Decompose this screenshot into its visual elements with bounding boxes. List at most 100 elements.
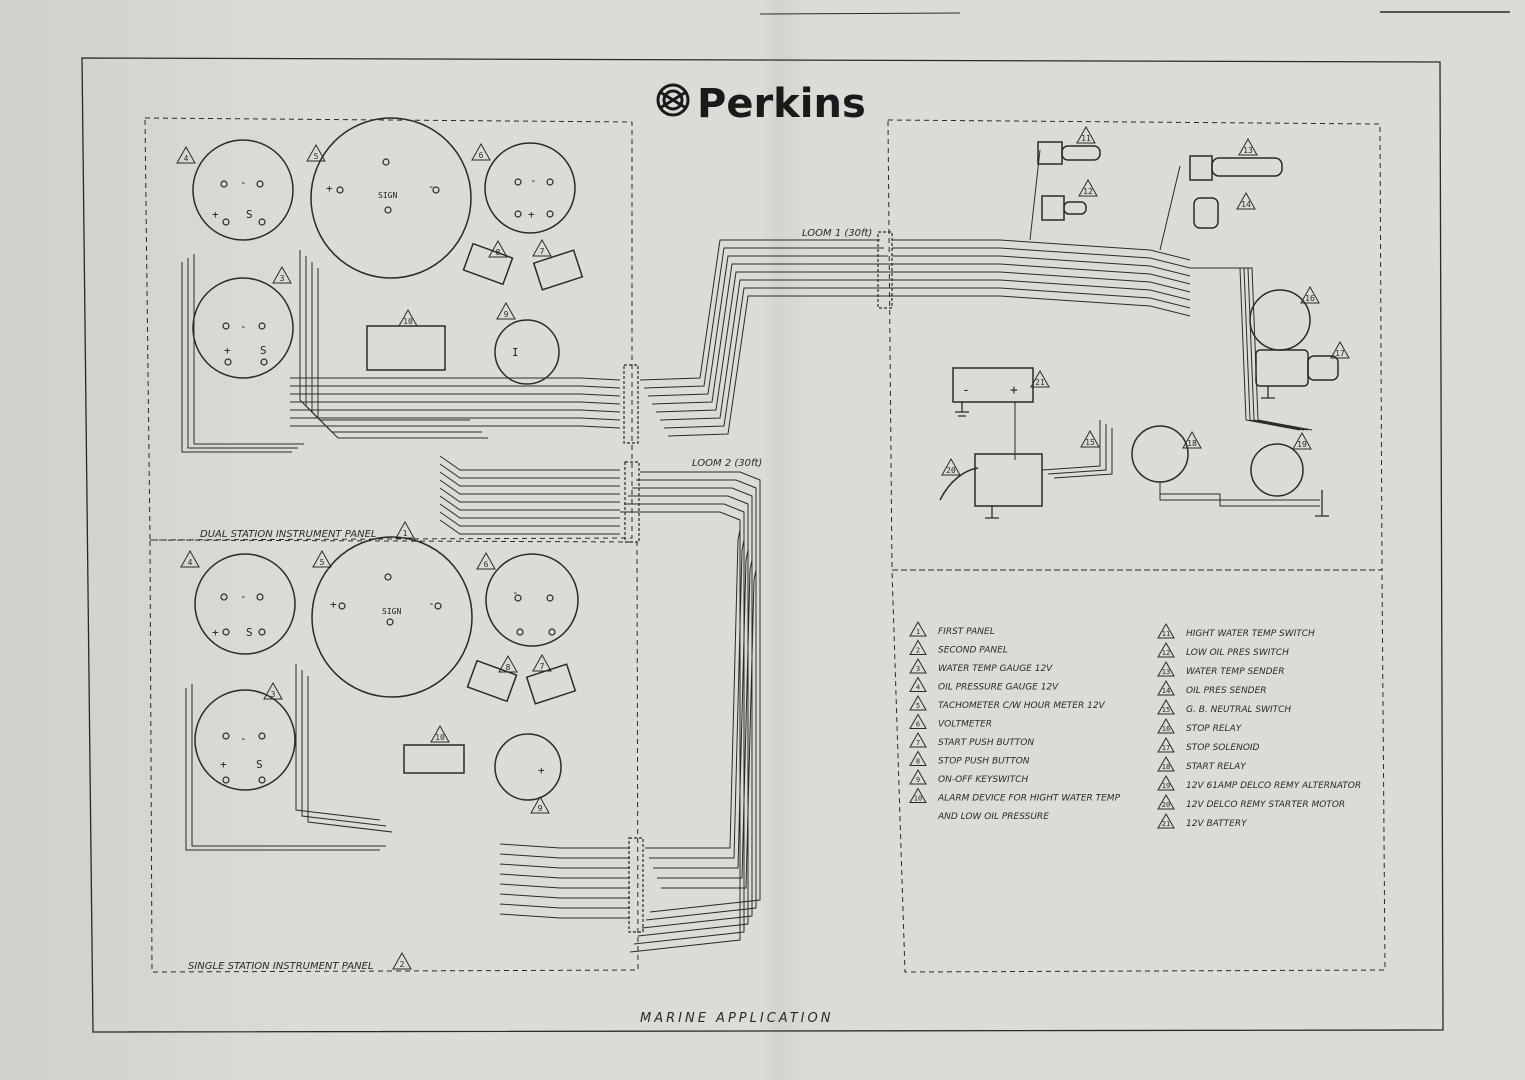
connectors — [623, 231, 893, 933]
keyswitch-body-2 — [494, 733, 562, 801]
neutral-switch-body — [1250, 443, 1304, 497]
svg-text:4: 4 — [188, 558, 193, 567]
callout-stop-button: 7 — [532, 653, 552, 672]
svg-text:2: 2 — [916, 647, 920, 655]
tach-plus: + — [326, 182, 333, 195]
svg-text:6: 6 — [484, 560, 489, 569]
svg-text:STOP PUSH BUTTON: STOP PUSH BUTTON — [938, 757, 1030, 767]
svg-text:15: 15 — [1085, 438, 1095, 447]
alarm-box — [366, 325, 446, 371]
svg-text:ON-OFF KEYSWITCH: ON-OFF KEYSWITCH — [938, 775, 1028, 785]
voltmeter-dial — [484, 142, 576, 234]
callout-neutral-switch: 15 — [1080, 429, 1100, 448]
callout-stop-relay: 16 — [1300, 285, 1320, 304]
svg-text:3: 3 — [271, 690, 276, 699]
callout-voltmeter: 6 — [476, 551, 496, 570]
ks-i: I — [512, 346, 519, 359]
g3-minus: - — [240, 320, 247, 333]
svg-text:9: 9 — [916, 776, 920, 784]
hi-temp-switch-body — [1037, 141, 1063, 165]
tach-sign: SIGN — [378, 191, 397, 200]
legend-frame — [891, 569, 1386, 973]
single-panel-label: SINGLE STATION INSTRUMENT PANEL — [188, 961, 373, 972]
callout-water-gauge: 3 — [263, 681, 283, 700]
svg-text:5: 5 — [916, 702, 920, 710]
voltmeter-dial-2 — [485, 553, 579, 647]
svg-text:12V BATTERY: 12V BATTERY — [1186, 819, 1248, 829]
svg-text:START PUSH BUTTON: START PUSH BUTTON — [938, 738, 1034, 748]
callout-battery: 21 — [1030, 369, 1050, 388]
svg-text:16: 16 — [1305, 294, 1315, 303]
terminal-dots — [220, 158, 556, 784]
svg-text:11: 11 — [1162, 630, 1170, 638]
svg-text:G. B. NEUTRAL SWITCH: G. B. NEUTRAL SWITCH — [1186, 705, 1291, 715]
callout-oil-gauge: 4 — [180, 549, 200, 568]
stop-solenoid-body — [1255, 349, 1309, 387]
legend-item-right-7: 18 START RELAY — [1157, 755, 1247, 772]
battery-body — [952, 367, 1034, 403]
svg-text:17: 17 — [1335, 349, 1345, 358]
g3-plus: + — [224, 344, 231, 357]
svg-text:13: 13 — [1243, 146, 1253, 155]
engine-frame — [887, 119, 1383, 571]
svg-text:AND LOW OIL PRESSURE: AND LOW OIL PRESSURE — [937, 812, 1049, 822]
svg-text:FIRST PANEL: FIRST PANEL — [938, 627, 995, 637]
stop-relay-body — [1249, 289, 1311, 351]
water-gauge-dial-2 — [194, 689, 296, 791]
g1-plus: + — [212, 208, 219, 221]
panel1-instruments — [192, 117, 584, 385]
ground-symbols — [955, 386, 1329, 519]
low-oil-switch-body — [1041, 195, 1065, 221]
svg-text:12: 12 — [1083, 187, 1093, 196]
wiring-harness — [181, 149, 1320, 953]
svg-text:18: 18 — [1187, 439, 1197, 448]
svg-text:5: 5 — [314, 152, 319, 161]
volt-plus: + — [528, 208, 535, 221]
battery-minus: - — [962, 383, 970, 398]
g4-plus: + — [212, 626, 219, 639]
callout-voltmeter: 6 — [471, 142, 491, 161]
svg-text:4: 4 — [916, 684, 920, 692]
callout-stop-button: 7 — [532, 238, 552, 257]
callout-start-button: 8 — [488, 239, 508, 258]
svg-text:10: 10 — [914, 795, 922, 803]
svg-text:3: 3 — [280, 274, 285, 283]
svg-text:18: 18 — [1162, 763, 1170, 771]
callout-keyswitch: 9 — [530, 795, 550, 814]
svg-text:12: 12 — [1162, 649, 1170, 657]
svg-text:OIL PRES SENDER: OIL PRES SENDER — [1186, 686, 1267, 696]
callout-low-oil-switch: 12 — [1078, 178, 1098, 197]
svg-text:START RELAY: START RELAY — [1186, 762, 1247, 772]
callout-start-relay: 18 — [1182, 430, 1202, 449]
tach2-plus: + — [330, 598, 337, 611]
tach-minus: - — [428, 180, 435, 193]
g3-s: S — [260, 344, 267, 357]
start-button-body-2 — [466, 659, 518, 703]
oil-gauge-dial-2 — [194, 553, 296, 655]
svg-text:1: 1 — [916, 628, 920, 636]
svg-text:WATER TEMP GAUGE 12V: WATER TEMP GAUGE 12V — [938, 664, 1053, 674]
legend-item-left-0: 1 FIRST PANEL — [909, 620, 995, 637]
tachometer-dial-2 — [311, 536, 473, 698]
svg-text:19: 19 — [1297, 440, 1307, 449]
callout-oil-sender: 14 — [1236, 191, 1256, 210]
outer-border — [81, 57, 1444, 1033]
tachometer-dial — [310, 117, 472, 279]
svg-text:12V DELCO REMY STARTER MOTOR: 12V DELCO REMY STARTER MOTOR — [1186, 800, 1345, 810]
g1-minus: - — [240, 176, 247, 189]
tach2-sign: SIGN — [382, 607, 401, 616]
